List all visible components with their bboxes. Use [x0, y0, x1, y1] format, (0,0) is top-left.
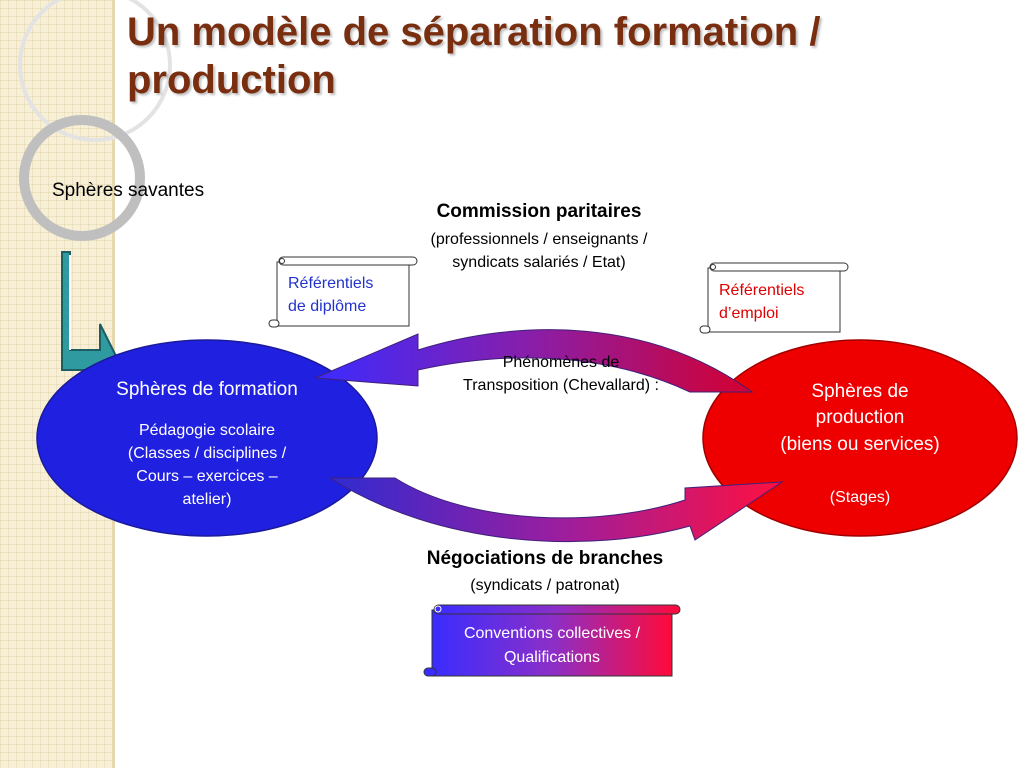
scroll-referentiels-emploi — [699, 262, 849, 334]
conventions-line-1: Conventions collectives / — [463, 625, 641, 642]
scroll-conventions — [423, 604, 681, 677]
production-stages: (Stages) — [829, 489, 891, 506]
spheres-savantes-label: Sphères savantes — [52, 180, 205, 201]
formation-line-3: Cours – exercices – — [136, 468, 278, 485]
commission-line-2: syndicats salariés / Etat) — [452, 254, 626, 271]
production-line-3: (biens ou services) — [780, 434, 940, 455]
production-line-2: production — [815, 407, 905, 428]
negociations-heading: Négociations de branches — [426, 548, 664, 569]
production-ellipse — [702, 339, 1018, 537]
referentiels-diplome-line-2: de diplôme — [288, 298, 367, 315]
formation-line-1: Pédagogie scolaire — [138, 422, 276, 439]
negociations-sub: (syndicats / patronat) — [470, 577, 620, 594]
phenomenes-line-1: Phénomènes de — [502, 354, 620, 371]
commission-line-1: (professionnels / enseignants / — [430, 231, 648, 248]
formation-line-2: (Classes / disciplines / — [127, 445, 287, 462]
formation-heading: Sphères de formation — [116, 379, 298, 400]
phenomenes-line-2: Transposition (Chevallard) : — [463, 377, 659, 394]
bottom-curved-arrow — [328, 477, 784, 543]
production-line-1: Sphères de — [811, 381, 909, 402]
referentiels-diplome-line-1: Référentiels — [288, 275, 374, 292]
page-title: Un modèle de séparation formation / prod… — [127, 10, 821, 102]
referentiels-emploi-line-1: Référentiels — [719, 282, 805, 299]
decorative-rings — [18, 0, 172, 241]
scroll-referentiels-diplome — [268, 256, 418, 328]
formation-line-4: atelier) — [182, 491, 232, 508]
top-curved-arrow — [314, 329, 754, 393]
referentiels-emploi-line-2: d’emploi — [719, 305, 779, 322]
conventions-line-2: Qualifications — [503, 649, 601, 666]
formation-ellipse — [36, 339, 378, 537]
commission-heading: Commission paritaires — [436, 201, 642, 222]
